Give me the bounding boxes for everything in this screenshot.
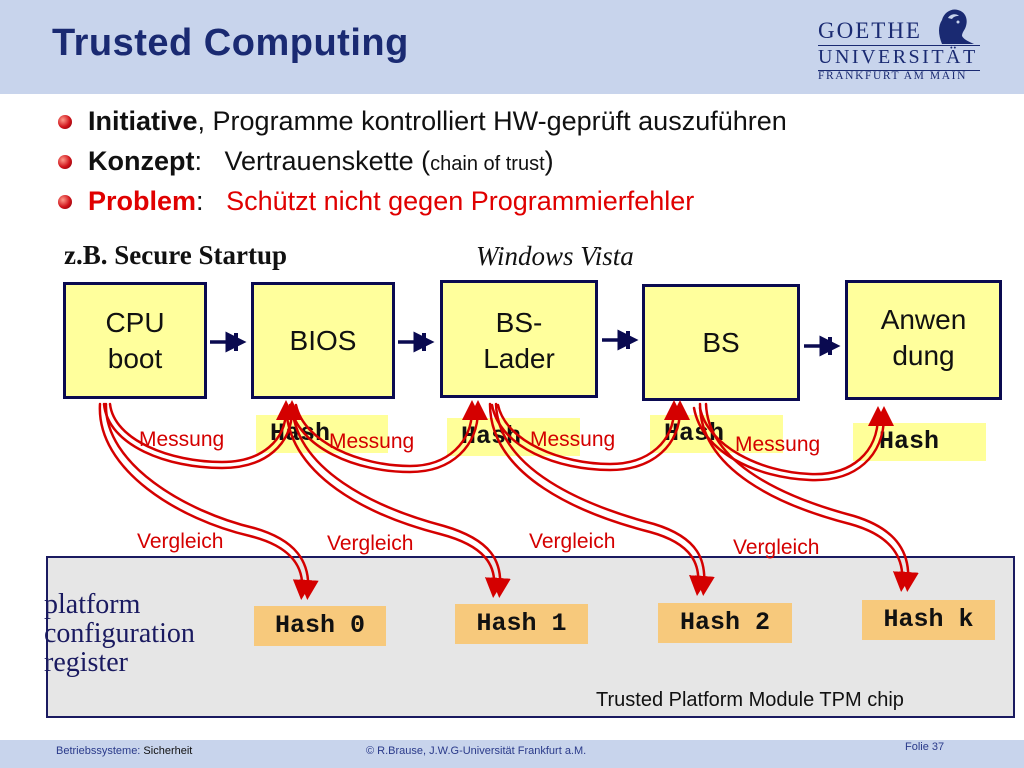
chain-box-cpu-boot: CPU boot: [63, 282, 207, 399]
measure-label: Messung: [530, 428, 616, 451]
compare-label: Vergleich: [327, 532, 414, 555]
bullet-text: Vertrauenskette (: [224, 146, 431, 176]
example-label: z.B. Secure Startup: [64, 240, 287, 270]
pcr-label-line: register: [44, 647, 128, 678]
pcr-label-line: platform: [44, 589, 141, 620]
slide-title: Trusted Computing: [52, 22, 409, 64]
box-label-line: BS-: [495, 307, 543, 338]
bullet-dot-icon: [58, 155, 72, 169]
compare-arrow-icon: [704, 402, 919, 592]
measure-arrow-icon: [490, 400, 690, 472]
bullet-keyword: Problem: [88, 186, 197, 216]
compare-arrow-icon: [104, 402, 319, 600]
compare-label: Vergleich: [529, 530, 616, 553]
pcr-value-2: Hash 2: [658, 603, 792, 643]
bullet-text-close: ): [544, 146, 554, 176]
bullet-dot-icon: [58, 195, 72, 209]
box-label-line: CPU: [105, 306, 165, 338]
chain-box-bs-lader: BS- Lader: [440, 280, 598, 398]
chain-arrow-icon: [398, 331, 435, 353]
chain-box-bs: BS: [642, 284, 800, 401]
bullet-text: Schützt nicht gegen Programmierfehler: [226, 186, 695, 216]
pcr-value-1: Hash 1: [455, 604, 588, 644]
measure-label: Messung: [139, 428, 225, 451]
footer-topic: Sicherheit: [143, 745, 193, 757]
bullet-keyword: Initiative: [88, 106, 198, 136]
measure-arrow-icon: [102, 400, 302, 470]
footer-copyright: © R.Brause, J.W.G-Universität Frankfurt …: [366, 745, 587, 757]
box-label-line: BS: [702, 327, 740, 358]
compare-arrow-icon: [284, 402, 505, 598]
logo-text-goethe: GOETHE: [818, 18, 922, 43]
measure-arrow-icon: [496, 400, 684, 466]
tpm-chip-label: Trusted Platform Module TPM chip: [596, 689, 904, 711]
compare-label: Vergleich: [733, 536, 820, 559]
chain-box-anwendung: Anwen dung: [845, 280, 1002, 400]
measure-label: Messung: [735, 433, 821, 456]
chain-arrow-icon: [210, 331, 247, 353]
logo-text-frankfurt: FRANKFURT AM MAIN: [818, 70, 967, 82]
pcr-value-k: Hash k: [862, 600, 995, 640]
footer-course-name: Betriebssysteme:: [56, 745, 144, 757]
measure-arrow-icon: [692, 406, 894, 482]
pcr-label-line: configuration: [44, 618, 195, 649]
goethe-bust-icon: [939, 9, 974, 44]
bullet-text: , Programme kontrolliert HW-geprüft ausz…: [197, 106, 787, 136]
chain-arrow-icon: [804, 335, 841, 357]
bullet-keyword: Konzept: [88, 146, 195, 176]
bullet-separator: :: [194, 146, 202, 176]
compare-label: Vergleich: [137, 530, 224, 553]
chain-arrow-icon: [602, 329, 639, 351]
compare-arrow-icon: [488, 402, 709, 596]
measure-arrow-icon: [294, 400, 482, 468]
header-bar: [0, 0, 1024, 94]
footer-page-number: Folie 37: [905, 741, 945, 753]
logo-rule: [818, 70, 980, 71]
bullet-separator: :: [196, 186, 204, 216]
box-label-line: BIOS: [289, 324, 357, 356]
logo-rule: [818, 45, 980, 46]
university-logo: GOETHE UNIVERSITÄT FRANKFURT AM MAIN: [814, 4, 984, 88]
compare-arrow-icon: [98, 402, 313, 600]
pcr-value-0: Hash 0: [254, 606, 386, 646]
box-label-line: boot: [107, 342, 163, 374]
compare-arrow-icon: [698, 402, 913, 592]
box-label-line: dung: [892, 340, 955, 371]
measure-arrow-icon: [108, 400, 296, 464]
os-label: Windows Vista: [476, 241, 634, 271]
footer-bar: [0, 740, 1024, 768]
hash-label-anwendung: Hash: [853, 423, 986, 461]
pcr-label: platform configuration register: [44, 590, 195, 677]
chain-box-bios: BIOS: [251, 282, 395, 399]
box-label-line: Lader: [483, 343, 555, 374]
bullet-text-small: chain of trust: [430, 153, 545, 175]
logo-text-universitaet: UNIVERSITÄT: [818, 46, 978, 68]
footer-course: Betriebssysteme: Sicherheit: [56, 745, 192, 757]
bullet-dot-icon: [58, 115, 72, 129]
compare-arrow-icon: [494, 402, 715, 596]
box-label-line: Anwen: [880, 304, 967, 335]
measure-arrow-icon: [288, 400, 488, 474]
compare-arrow-icon: [290, 402, 511, 598]
measure-label: Messung: [329, 430, 415, 453]
